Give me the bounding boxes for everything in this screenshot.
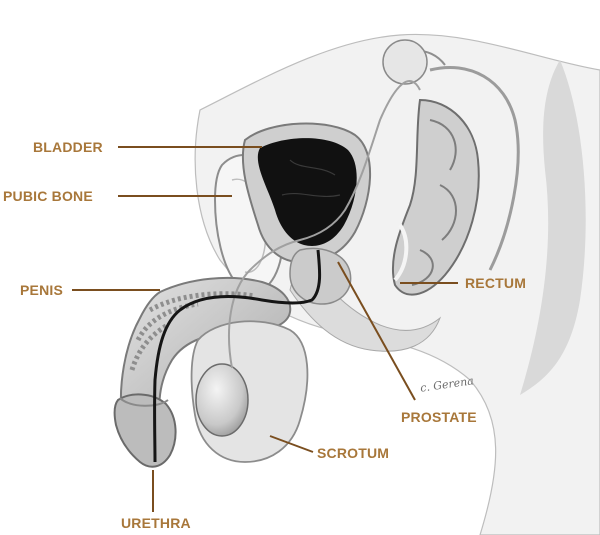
label-penis: PENIS xyxy=(20,282,63,298)
label-bladder: BLADDER xyxy=(33,139,103,155)
label-rectum: RECTUM xyxy=(465,275,526,291)
label-scrotum: SCROTUM xyxy=(317,445,389,461)
vertebra-shape xyxy=(383,40,427,84)
label-prostate: PROSTATE xyxy=(401,409,477,425)
label-pubic-bone: PUBIC BONE xyxy=(3,188,93,204)
testis xyxy=(196,364,248,436)
label-urethra: URETHRA xyxy=(121,515,191,531)
